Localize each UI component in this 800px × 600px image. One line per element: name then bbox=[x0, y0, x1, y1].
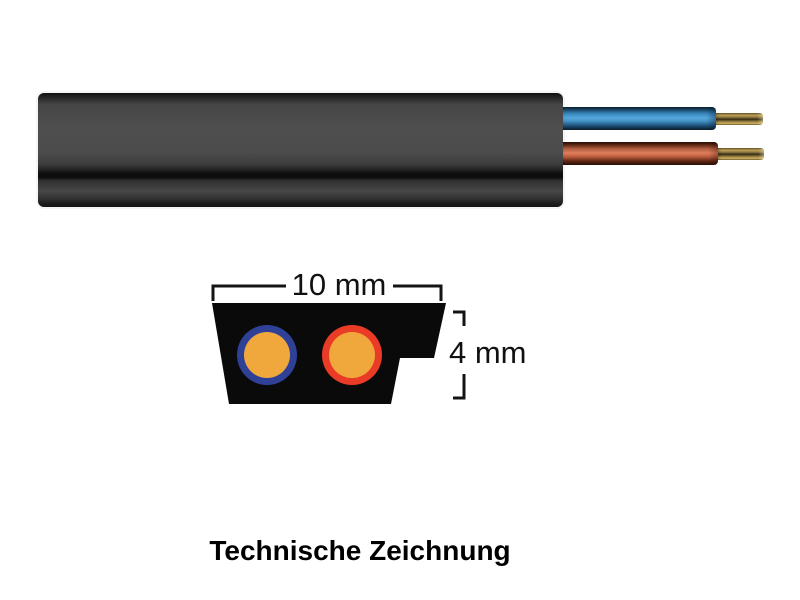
page-caption: Technische Zeichnung bbox=[209, 535, 511, 566]
height-dimension-line bbox=[453, 310, 466, 400]
wire-conductor-blue bbox=[714, 113, 763, 125]
width-dimension-line bbox=[211, 284, 443, 301]
wire-conductor-brown bbox=[716, 148, 764, 160]
width-dimension-label: 10 mm bbox=[292, 267, 387, 302]
wire-insulation-brown bbox=[556, 142, 718, 165]
cable-jacket bbox=[38, 93, 563, 207]
core-center-right bbox=[329, 332, 375, 378]
wire-insulation-blue bbox=[556, 107, 716, 130]
core-center-left bbox=[244, 332, 290, 378]
height-dimension-label: 4 mm bbox=[449, 335, 527, 370]
